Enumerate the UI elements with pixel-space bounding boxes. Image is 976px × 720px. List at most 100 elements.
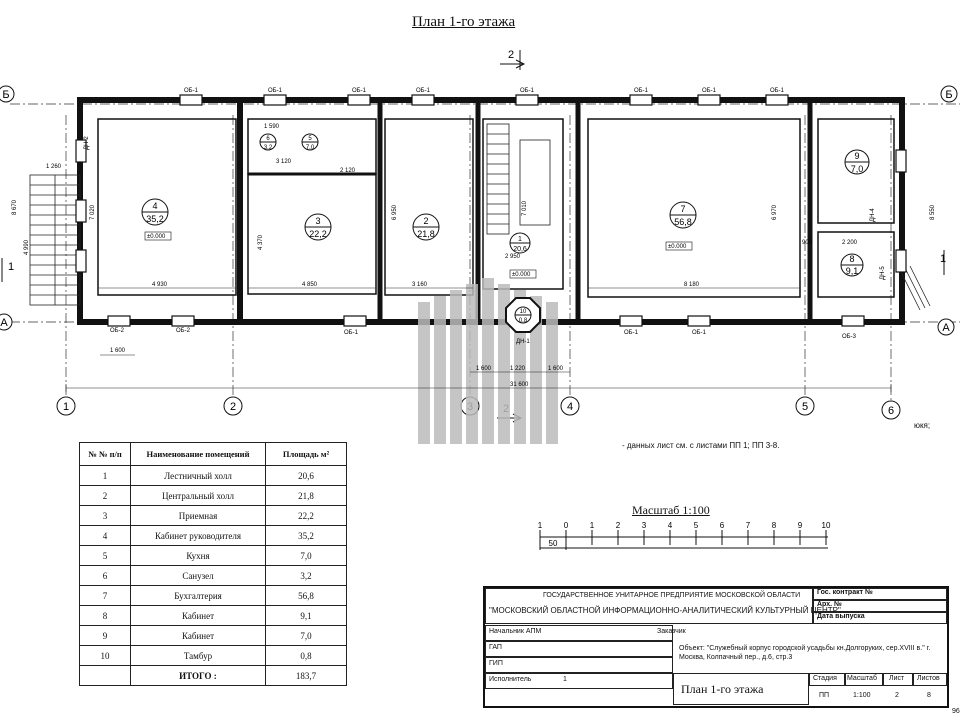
- header-num: № № п/п: [79, 442, 131, 466]
- room-9-marker: 97,0: [844, 149, 870, 175]
- svg-text:9,1: 9,1: [846, 266, 859, 276]
- svg-text:1 600: 1 600: [548, 366, 564, 372]
- level-marks: ±0.000 ±0.000 ±0.000: [144, 231, 693, 279]
- room-7-marker: 756,8: [669, 201, 697, 229]
- svg-text:4: 4: [668, 521, 673, 530]
- object-text: Объект: "Служебный корпус городской усад…: [679, 645, 931, 661]
- explication-table: № № п/п Наименование помещений Площадь м…: [79, 442, 347, 686]
- svg-text:ОБ-1: ОБ-1: [520, 88, 535, 94]
- windows: [75, 94, 907, 327]
- svg-text:0: 0: [564, 521, 569, 530]
- val-sheets: 8: [927, 692, 931, 699]
- section-mark-top: 2: [508, 49, 514, 61]
- role-row-1: [485, 625, 673, 641]
- svg-text:0,8: 0,8: [519, 318, 528, 324]
- axis-number-5: 5: [802, 401, 808, 413]
- room-5-marker: 57,0: [301, 133, 319, 151]
- svg-text:8 670: 8 670: [12, 199, 18, 215]
- arch-cell: [813, 600, 947, 612]
- svg-text:7 010: 7 010: [522, 200, 528, 216]
- role-row-2: [485, 641, 673, 657]
- org-line-1: ГОСУДАРСТВЕННОЕ УНИТАРНОЕ ПРЕДПРИЯТИЕ МО…: [543, 592, 801, 599]
- axis-number-6: 6: [888, 405, 894, 417]
- col-stage: Стадия: [813, 675, 837, 682]
- svg-text:6 950: 6 950: [392, 204, 398, 220]
- side-mark-left: 1: [8, 261, 14, 273]
- room-8-marker: 89,1: [840, 253, 864, 277]
- svg-text:2: 2: [616, 521, 621, 530]
- svg-text:ОБ-1: ОБ-1: [702, 88, 717, 94]
- table-header-row: № № п/п Наименование помещений Площадь м…: [79, 442, 347, 466]
- sheet-note-right: юкя;: [914, 421, 931, 430]
- svg-text:900: 900: [802, 240, 813, 246]
- room-markers: 435,2 322,2 221,8 120,6 756,8 97,0 89,1 …: [141, 133, 870, 324]
- arch-label: Арх. №: [817, 601, 842, 608]
- svg-text:35,2: 35,2: [146, 214, 164, 224]
- role-2: ГАП: [489, 644, 502, 651]
- side-mark-right: 1: [940, 253, 946, 265]
- svg-text:56,8: 56,8: [674, 217, 692, 227]
- svg-text:ОБ-1: ОБ-1: [184, 88, 199, 94]
- org-cell: [485, 588, 813, 624]
- svg-text:6 970: 6 970: [772, 204, 778, 220]
- org-line-2: "МОСКОВСКИЙ ОБЛАСТНОЙ ИНФОРМАЦИОННО-АНАЛ…: [489, 606, 841, 615]
- col-sheet: Лист: [889, 675, 905, 682]
- svg-text:1: 1: [538, 521, 543, 530]
- col-cell: [845, 673, 883, 686]
- svg-text:ДН-1: ДН-1: [516, 339, 530, 345]
- scale-title: Масштаб 1:100: [632, 503, 710, 517]
- svg-text:4 990: 4 990: [24, 239, 30, 255]
- svg-text:±0.000: ±0.000: [512, 272, 531, 278]
- sheet-title: План 1-го этажа: [412, 14, 516, 30]
- axis-letter-a-right: А: [942, 322, 950, 334]
- sheet-name-cell: [673, 673, 809, 705]
- svg-text:20,6: 20,6: [513, 246, 527, 253]
- header-name: Наименование помещений: [130, 442, 266, 466]
- svg-text:ОБ-2: ОБ-2: [110, 328, 125, 334]
- svg-text:8: 8: [772, 521, 777, 530]
- svg-text:5: 5: [308, 136, 312, 142]
- dimension-text: 31 600 4 930 4 850 3 160 8 180 1 600 1 2…: [12, 124, 936, 388]
- svg-text:8 180: 8 180: [684, 282, 700, 288]
- svg-text:1 600: 1 600: [476, 366, 492, 372]
- svg-text:4 850: 4 850: [302, 282, 318, 288]
- svg-text:1: 1: [590, 521, 595, 530]
- svg-text:1 260: 1 260: [46, 164, 62, 170]
- svg-text:10: 10: [822, 521, 831, 530]
- svg-text:6: 6: [266, 136, 270, 142]
- svg-text:ОБ-1: ОБ-1: [268, 88, 283, 94]
- svg-text:2 950: 2 950: [505, 254, 521, 260]
- central-staircase: [486, 123, 551, 235]
- role-3: ГИП: [489, 660, 503, 667]
- col-cell: [913, 673, 947, 686]
- sheet-name: План 1-го этажа: [681, 682, 764, 696]
- axis-number-2: 2: [230, 401, 236, 413]
- svg-text:7: 7: [746, 521, 751, 530]
- svg-text:7,0: 7,0: [851, 164, 864, 174]
- contract-cell: [813, 588, 947, 600]
- svg-text:7 020: 7 020: [90, 204, 96, 220]
- table-total-row: ИТОГО :183,7: [79, 665, 347, 686]
- page-number: 96: [952, 708, 960, 715]
- axis-letter-a: А: [0, 317, 8, 329]
- svg-text:3 160: 3 160: [412, 282, 428, 288]
- svg-text:5: 5: [694, 521, 699, 530]
- val-scale: 1:100: [853, 692, 871, 699]
- role-row-4: [485, 673, 673, 689]
- date-cell: [813, 612, 947, 624]
- col-cell: [809, 673, 845, 686]
- svg-text:22,2: 22,2: [309, 229, 327, 239]
- svg-text:9: 9: [798, 521, 803, 530]
- svg-text:4: 4: [152, 201, 157, 211]
- svg-text:4 930: 4 930: [152, 282, 168, 288]
- svg-text:ОБ-1: ОБ-1: [352, 88, 367, 94]
- svg-text:10: 10: [520, 309, 527, 315]
- room-6-marker: 63,2: [259, 133, 277, 151]
